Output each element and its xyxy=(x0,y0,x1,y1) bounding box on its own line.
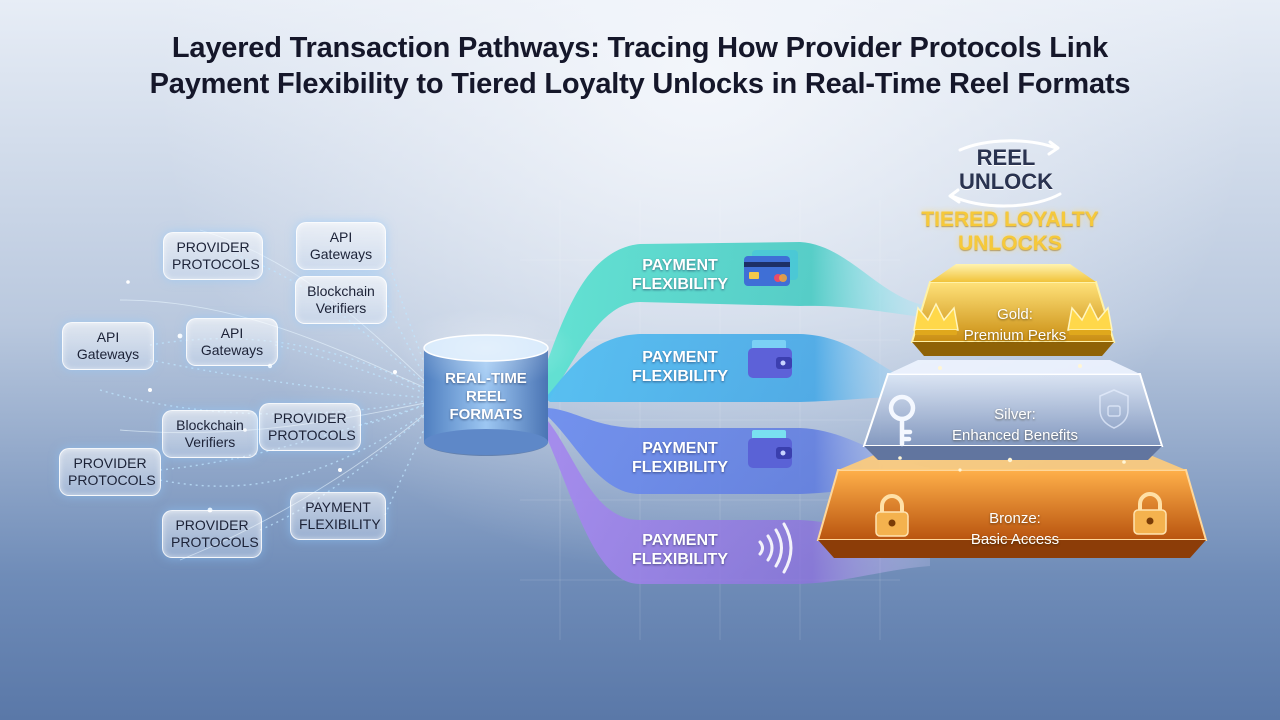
reel-unlock-line: REEL xyxy=(976,145,1036,170)
payment-label-line: FLEXIBILITY xyxy=(632,276,728,293)
payment-label-line: PAYMENT xyxy=(642,440,718,457)
crown-icon xyxy=(913,302,959,335)
node-blockchain-verifiers-1: Blockchain Verifiers xyxy=(295,276,387,324)
tier-name: Bronze: xyxy=(989,510,1041,527)
padlock-icon xyxy=(1133,492,1167,535)
node-label: Gateways xyxy=(200,342,264,358)
ribbon-indigo xyxy=(545,408,930,494)
payment-label-line: FLEXIBILITY xyxy=(632,368,728,385)
hub-label-line: REAL-TIME xyxy=(445,370,527,387)
padlock-icon xyxy=(875,494,909,537)
hub-label-line: FORMATS xyxy=(449,406,523,423)
tier-name: Silver: xyxy=(994,406,1036,423)
hub-label: REAL-TIME REEL FORMATS xyxy=(424,370,548,424)
tiered-loyalty-heading: TIERED LOYALTY UNLOCKS xyxy=(880,208,1140,256)
node-label: Verifiers xyxy=(184,434,236,450)
reel-unlock-arrows xyxy=(948,139,1062,208)
payment-label-2: PAYMENT FLEXIBILITY xyxy=(620,348,740,386)
node-label: PROVIDER xyxy=(73,455,147,471)
payment-label-line: FLEXIBILITY xyxy=(632,459,728,476)
node-label: PROTOCOLS xyxy=(68,472,156,488)
contactless-icon xyxy=(758,522,793,574)
reel-unlock-line: UNLOCK xyxy=(958,169,1054,194)
tier-perk: Premium Perks xyxy=(963,327,1067,344)
reel-unlock-label: REEL UNLOCK xyxy=(936,146,1076,194)
node-api-gateways-3: API Gateways xyxy=(186,318,278,366)
node-provider-protocols-2: PROVIDER PROTOCOLS xyxy=(259,403,361,451)
node-provider-protocols-3: PROVIDER PROTOCOLS xyxy=(59,448,161,496)
node-label: API xyxy=(96,329,120,345)
title-line-2: Payment Flexibility to Tiered Loyalty Un… xyxy=(149,68,1131,100)
bronze-tier-label: Bronze: Basic Access xyxy=(930,508,1100,550)
node-label: PROVIDER xyxy=(175,517,249,533)
loyalty-heading-line: UNLOCKS xyxy=(958,232,1062,255)
node-payment-flexibility: PAYMENT FLEXIBILITY xyxy=(290,492,386,540)
tier-perk: Enhanced Benefits xyxy=(952,427,1078,444)
payment-label-4: PAYMENT FLEXIBILITY xyxy=(620,531,740,569)
key-icon xyxy=(888,394,916,447)
node-label: PROVIDER xyxy=(176,239,250,255)
node-label: Gateways xyxy=(309,246,373,262)
ribbon-blue xyxy=(545,334,930,402)
silver-tier-label: Silver: Enhanced Benefits xyxy=(920,404,1110,446)
node-label: API xyxy=(220,325,244,341)
payment-label-line: PAYMENT xyxy=(642,257,718,274)
node-label: PROTOCOLS xyxy=(172,256,260,272)
node-provider-protocols-1: PROVIDER PROTOCOLS xyxy=(163,232,263,280)
node-label: Blockchain xyxy=(176,417,244,433)
crown-icon xyxy=(1067,302,1113,335)
pyramid-sparkles xyxy=(898,364,1126,472)
silver-tier xyxy=(862,360,1164,460)
page-title: Layered Transaction Pathways: Tracing Ho… xyxy=(0,30,1280,102)
ribbon-teal xyxy=(535,242,930,398)
node-label: PAYMENT xyxy=(305,499,371,515)
node-label: Blockchain xyxy=(307,283,375,299)
node-provider-protocols-4: PROVIDER PROTOCOLS xyxy=(162,510,262,558)
gold-tier xyxy=(910,264,1116,356)
node-label: Gateways xyxy=(76,346,140,362)
payment-label-line: FLEXIBILITY xyxy=(632,551,728,568)
node-label: PROVIDER xyxy=(273,410,347,426)
shield-lock-icon xyxy=(1099,389,1129,429)
node-blockchain-verifiers-2: Blockchain Verifiers xyxy=(162,410,258,458)
wallet-icon xyxy=(748,430,792,468)
node-label: PROTOCOLS xyxy=(268,427,356,443)
node-label: API xyxy=(329,229,353,245)
loyalty-heading-line: TIERED LOYALTY xyxy=(921,208,1099,231)
hub-label-line: REEL xyxy=(465,388,506,405)
credit-card-icon xyxy=(744,250,798,286)
wallet-icon xyxy=(748,340,792,378)
gold-tier-label: Gold: Premium Perks xyxy=(940,304,1090,346)
tier-perk: Basic Access xyxy=(970,531,1060,548)
node-label: PROTOCOLS xyxy=(171,534,259,550)
payment-label-1: PAYMENT FLEXIBILITY xyxy=(620,256,740,294)
hub-cylinder xyxy=(396,308,576,456)
node-api-gateways-2: API Gateways xyxy=(62,322,154,370)
node-api-gateways-1: API Gateways xyxy=(296,222,386,270)
title-line-1: Layered Transaction Pathways: Tracing Ho… xyxy=(171,32,1109,64)
payment-label-line: PAYMENT xyxy=(642,349,718,366)
payment-label-3: PAYMENT FLEXIBILITY xyxy=(620,439,740,477)
tier-name: Gold: xyxy=(997,306,1033,323)
node-label: Verifiers xyxy=(315,300,367,316)
node-label: FLEXIBILITY xyxy=(299,516,381,532)
payment-label-line: PAYMENT xyxy=(642,532,718,549)
